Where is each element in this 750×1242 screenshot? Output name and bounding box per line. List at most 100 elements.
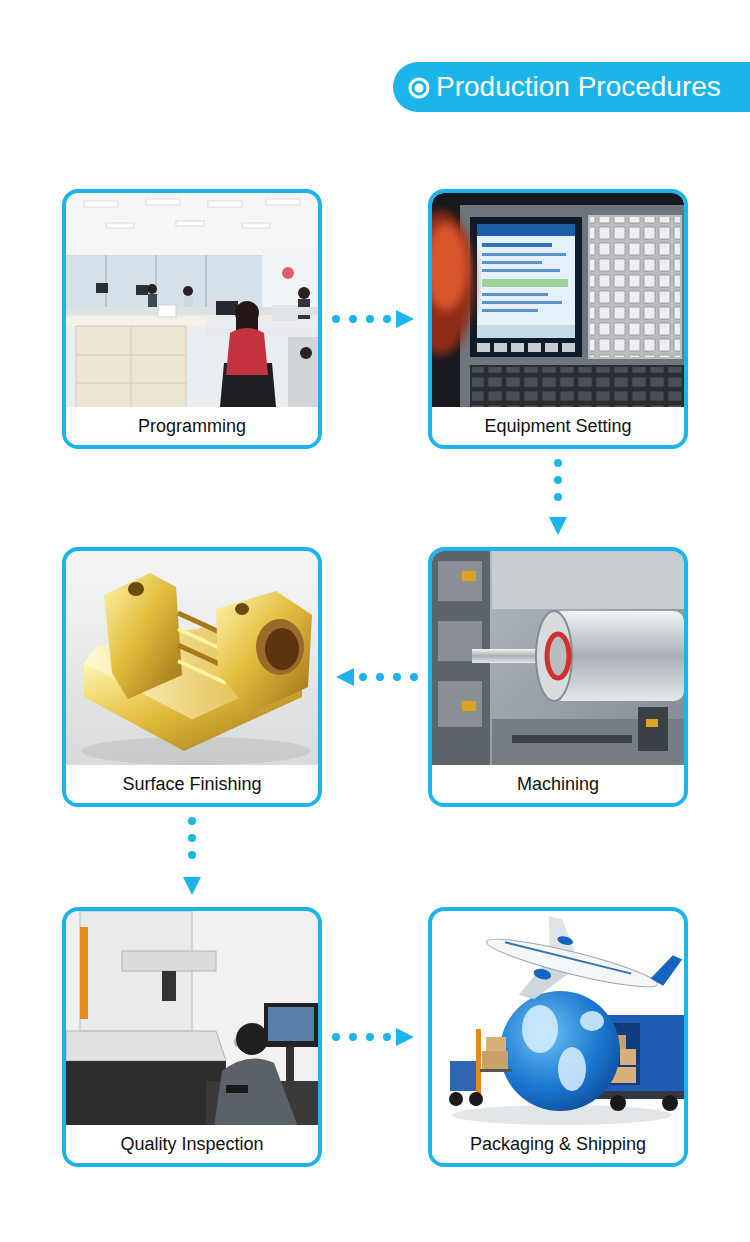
office-photo-part (76, 326, 186, 409)
shipping-photo-part (580, 1011, 604, 1031)
cnc-panel-photo-part (482, 301, 562, 304)
office-photo-part (176, 221, 204, 226)
inspection-photo-part (268, 1007, 314, 1041)
title-text: Production Procedures (436, 71, 721, 103)
inspection-photo-part (80, 927, 88, 1019)
machining-photo-part (438, 681, 482, 727)
inspection-photo-part (66, 911, 318, 1163)
office-photo-part (66, 193, 318, 445)
office-photo-part (226, 328, 268, 375)
office-photo-part (183, 286, 193, 296)
office-photo-part (298, 287, 310, 299)
shipping-photo-part (532, 967, 552, 981)
inspection-photo-part (66, 1031, 226, 1061)
office-photo-part (96, 283, 108, 293)
gold-part-photo (66, 551, 318, 803)
machining-photo-part (492, 551, 684, 609)
inspection-photo-part (162, 971, 176, 1001)
cnc-panel-photo-part (470, 365, 684, 410)
shipping-photo-part (482, 1051, 508, 1069)
cnc-panel-photo-part (528, 343, 541, 352)
office-photo-part (216, 301, 238, 315)
process-step-box: Machining (428, 547, 688, 807)
arrow-head (336, 668, 354, 686)
dotted-arrow-connector (549, 463, 567, 535)
cnc-panel-photo-part (477, 343, 490, 352)
cnc-panel-photo-part (482, 243, 552, 247)
office-photo-part (147, 284, 157, 294)
machining-photo-part (646, 719, 658, 727)
office-photo-part (131, 326, 132, 409)
step-caption-band: Packaging & Shipping (432, 1125, 684, 1163)
step-label: Equipment Setting (484, 415, 631, 437)
connector-dots (188, 821, 196, 871)
cnc-panel-photo-part (470, 217, 582, 357)
shipping-photo-part (484, 931, 660, 995)
process-step-box: Equipment Setting (428, 189, 688, 449)
office-photo-part (84, 201, 118, 207)
machining-photo-part (462, 571, 476, 581)
shipping-photo-part (505, 942, 631, 973)
inspection-photo (66, 911, 318, 1163)
office-photo-part (282, 267, 294, 279)
cnc-panel-photo-part (477, 224, 575, 236)
shipping-photo-part (449, 1092, 463, 1106)
connector-dots (360, 673, 414, 681)
cnc-panel-photo-part (562, 343, 575, 352)
office-photo-part (272, 305, 298, 321)
shipping-photo-part (450, 1061, 480, 1091)
cnc-panel-photo-part (482, 253, 566, 256)
machining-photo-part (432, 551, 684, 803)
machining-photo-part (512, 735, 632, 743)
title-pill-part (393, 62, 750, 112)
dotted-arrow-connector (336, 310, 414, 328)
cnc-panel-photo-part (460, 205, 684, 410)
dotted-arrow-connector (183, 821, 201, 895)
step-caption-band: Quality Inspection (66, 1125, 318, 1163)
step-label: Machining (517, 773, 599, 795)
inspection-photo-part (226, 1085, 248, 1093)
inspection-photo-part (66, 1061, 226, 1125)
shipping-photo-part (662, 1095, 678, 1111)
arrow-head (549, 517, 567, 535)
gold-part-photo-part (128, 582, 144, 596)
arrow-head (396, 310, 414, 328)
machining-photo-part (438, 561, 482, 601)
cnc-panel-photo-part (477, 325, 575, 338)
connector-dots (554, 463, 562, 511)
office-photo-part (136, 285, 148, 295)
gold-part-photo-part (216, 591, 312, 713)
dotted-arrow-connector (336, 668, 414, 686)
machining-photo (432, 551, 684, 803)
arrow-head (183, 877, 201, 895)
inspection-photo-part (264, 1003, 318, 1047)
cnc-panel-photo (432, 193, 684, 445)
office-photo-part (288, 337, 318, 409)
shipping-photo-part (486, 1037, 506, 1051)
cnc-panel-photo-part (482, 279, 568, 287)
office-photo-part (184, 296, 193, 308)
shipping-photo-part (610, 1095, 626, 1111)
cnc-panel-photo-part (494, 343, 507, 352)
office-photo-part (205, 255, 207, 310)
connector-dots (336, 315, 390, 323)
office-photo-part (266, 199, 300, 205)
cnc-panel-photo-part (482, 261, 542, 264)
inspection-photo-part (286, 1047, 294, 1081)
shipping-photo-part (500, 991, 620, 1111)
process-step-box: Packaging & Shipping (428, 907, 688, 1167)
cnc-panel-photo-part (477, 224, 575, 338)
gold-part-photo-part (265, 628, 299, 670)
cnc-panel-photo-part (545, 343, 558, 352)
gold-part-photo-part (104, 573, 182, 699)
shipping-photo-part (558, 1047, 586, 1091)
cnc-panel-photo-part (588, 215, 682, 359)
machining-photo-part (547, 634, 569, 678)
shipping-photo-part (556, 935, 573, 947)
cnc-panel-photo-part (432, 223, 468, 311)
office-photo-part (158, 305, 176, 317)
shipping-photo-part (476, 1029, 481, 1099)
step-label: Quality Inspection (120, 1133, 263, 1155)
